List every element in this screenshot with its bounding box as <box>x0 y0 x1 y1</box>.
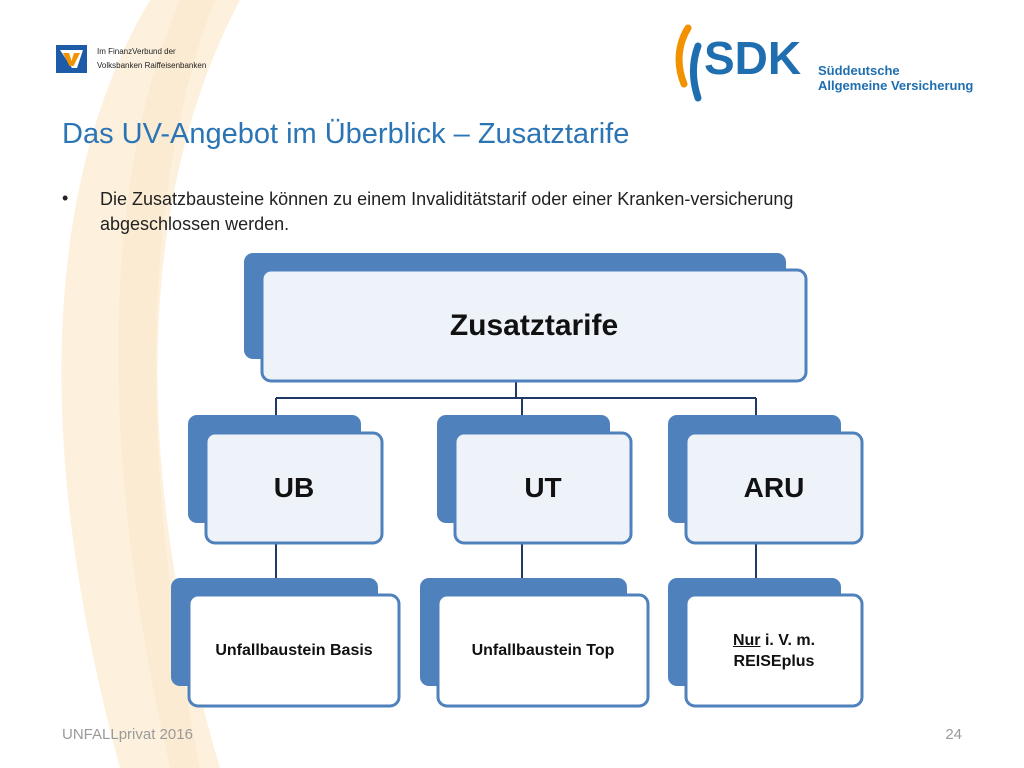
node-aru-child-line1: Nur i. V. m. <box>733 630 815 651</box>
node-ut-box <box>437 415 633 545</box>
node-aru-child-underlined: Nur <box>732 631 761 649</box>
partner-text-line2: Volksbanken Raiffeisenbanken <box>97 61 207 70</box>
sdk-logo-text: SDK <box>704 32 801 84</box>
page-number: 24 <box>945 726 962 743</box>
page-title: Das UV-Angebot im Überblick – Zusatztari… <box>62 118 630 150</box>
node-ub-box <box>188 415 384 545</box>
partner-text-line1: Im FinanzVerbund der <box>97 47 176 56</box>
node-ub-label: UB <box>273 472 315 503</box>
node-ut-child-label: Unfallbaustein Top <box>471 642 615 659</box>
node-root-box <box>244 253 808 383</box>
node-aru-child-label: Nur i. V. m. REISEplus <box>686 595 862 706</box>
node-aru-label: ARU <box>743 472 805 503</box>
node-aru-box <box>668 415 864 545</box>
node-ut-label: UT <box>524 472 562 503</box>
node-ub-child-box <box>171 578 401 708</box>
sdk-subtitle: Süddeutsche Allgemeine Versicherung <box>818 63 973 93</box>
partner-text: Im FinanzVerbund der Volksbanken Raiffei… <box>97 45 206 73</box>
volksbank-logo <box>56 45 87 73</box>
node-ub-child-label: Unfallbaustein Basis <box>215 642 373 659</box>
node-root-label: Zusatztarife <box>449 308 619 342</box>
node-aru-child-box <box>668 578 864 708</box>
sdk-subtitle-line1: Süddeutsche <box>818 63 900 78</box>
footer-text: UNFALLprivat 2016 <box>62 726 193 743</box>
bullet-marker: • <box>62 188 69 208</box>
connectors <box>275 380 757 578</box>
bullet-text: Die Zusatzbausteine können zu einem Inva… <box>100 189 794 234</box>
node-ut-child-box <box>420 578 650 708</box>
node-aru-child-rest: i. V. m. <box>760 631 816 649</box>
node-aru-child-line2: REISEplus <box>733 652 815 670</box>
sdk-subtitle-line2: Allgemeine Versicherung <box>818 78 974 93</box>
sdk-logo: SDK <box>675 24 801 102</box>
